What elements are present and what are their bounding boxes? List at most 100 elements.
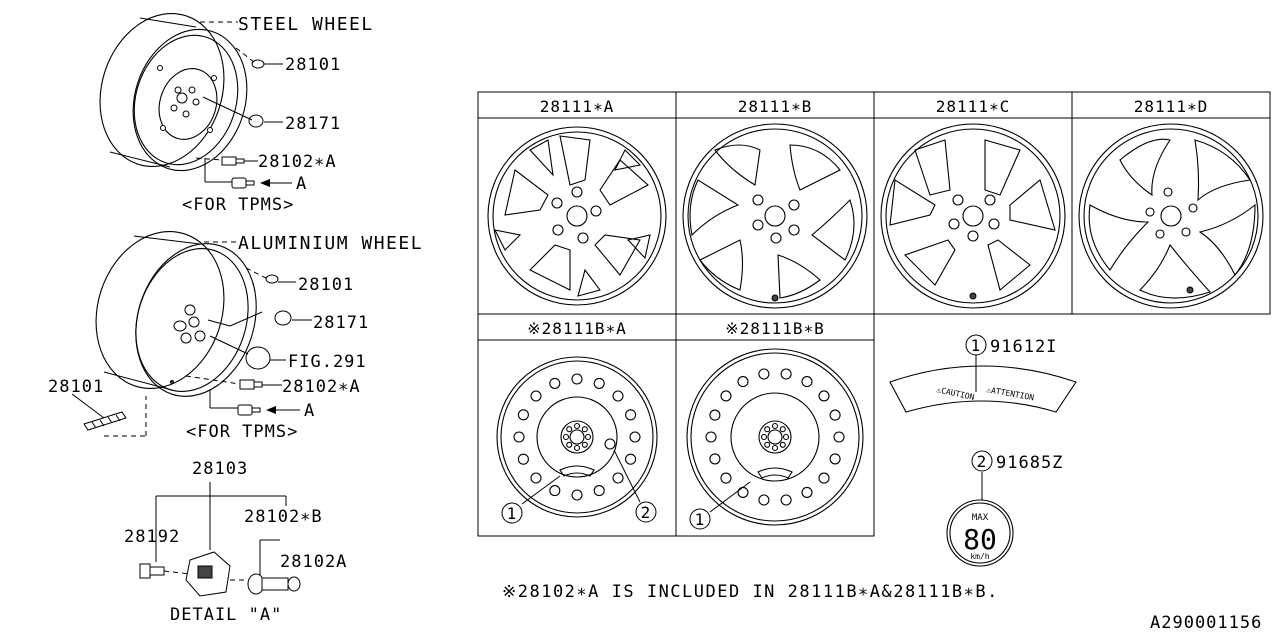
valve-cap-icon [251,59,265,69]
detail-28103-label: 28103 [192,459,248,479]
alu-28102a-label: 28102∗A [282,377,361,397]
callout-2-label-text: 2 [977,452,988,471]
bolt-hole-icon [566,441,573,448]
bolt-hole-icon [779,441,786,448]
bolt-hole-icon [566,426,573,433]
alu-tpms-sensor-icon [237,404,261,416]
alu-28171-label: 28171 [313,313,369,333]
alloy-wheel-icon [487,126,667,306]
bolt-hole-icon [764,441,771,448]
callout-1-a-text: 1 [507,504,518,523]
bolt-hole-icon [581,426,588,433]
vent-hole-icon [720,472,732,484]
lug-nut-icon [248,114,264,128]
alu-valve-icon [239,379,263,390]
speed-unit-text: km/h [970,552,989,561]
vent-hole-icon [780,494,792,506]
callout-1-b [689,508,711,530]
alu-fig-label: FIG.291 [288,352,367,372]
vent-hole-icon [780,368,792,380]
callout-1-label [965,334,987,356]
part-code: A290001156 [1150,613,1262,633]
vent-hole-icon [612,472,624,484]
tpms-sensor-icon [231,177,255,189]
footnote-text: ※28102∗A IS INCLUDED IN 28111B∗A&28111B∗… [502,582,999,602]
bolt-hole-icon [771,444,779,452]
alu-valve-cap-icon [265,274,279,284]
speed-max-text: MAX [972,513,989,523]
alu-28101-side-label: 28101 [48,377,104,397]
vent-hole-icon [829,453,841,465]
vent-hole-icon [705,431,717,443]
callout-2-a [635,501,657,523]
vent-hole-icon [549,377,561,389]
steel-wheel-front-icon [686,348,864,526]
center-cap-icon [245,346,271,370]
vent-hole-icon [818,472,830,484]
callout-2-a-text: 2 [641,503,652,522]
vent-hole-icon [571,489,583,501]
detail-valve-stem-icon [247,573,301,595]
aluminium-wheel-icon [95,230,257,397]
steel-a-label: A [296,174,307,194]
steel-28101-label: 28101 [285,55,341,75]
vent-hole-icon [517,453,529,465]
vent-hole-icon [801,486,813,498]
alloy-wheel-icon [682,123,868,309]
aluminium-wheel-label: ALUMINIUM WHEEL [238,233,423,254]
alu-a-label: A [304,401,315,421]
header-28111b-a: ※28111B∗A [527,319,626,338]
header-28111b: 28111∗B [738,97,812,116]
header-28111c: 28111∗C [936,97,1010,116]
speed-label-icon [946,499,1014,567]
header-28111b-b: ※28111B∗B [725,319,824,338]
vent-hole-icon [593,485,605,497]
vent-hole-icon [625,453,637,465]
steel-wheel-icon [99,12,248,172]
alu-tpms-label: <FOR TPMS> [186,422,298,442]
vent-hole-icon [737,376,749,388]
steel-28171-label: 28171 [285,114,341,134]
detail-sensor-icon [185,551,231,597]
alu-28101-label: 28101 [298,275,354,295]
alu-lug-nut-icon [274,310,292,326]
bolt-hole-icon [779,426,786,433]
bolt-hole-icon [573,444,581,452]
bolt-hole-icon [771,422,779,430]
detail-28102b-label: 28102∗B [244,507,323,527]
vent-hole-icon [629,431,641,443]
bolt-hole-icon [573,422,581,430]
vent-hole-icon [720,390,732,402]
balance-weight-icon [83,411,127,431]
attention-text: ⚠ATTENTION [986,385,1035,402]
caution-text: ⚠CAUTION [936,385,976,402]
vent-hole-icon [801,376,813,388]
caution-label-icon [889,365,1077,413]
vent-hole-icon [593,377,605,389]
detail-28102a-label: 28102A [280,552,347,572]
detail-title-label: DETAIL "A" [170,605,282,625]
steel-tpms-label: <FOR TPMS> [182,195,294,215]
callout-1-b-text: 1 [695,510,706,529]
detail-28192-label: 28192 [124,527,180,547]
vent-hole-icon [625,409,637,421]
detail-screw-icon [139,563,165,579]
speed-value-text: 80 [963,523,997,556]
bolt-hole-icon [764,426,771,433]
bolt-hole-icon [584,433,592,441]
bolt-hole-icon [581,441,588,448]
alloy-wheel-icon [1078,123,1264,309]
callout-1-a [501,502,523,524]
vent-hole-icon [612,390,624,402]
vent-hole-icon [818,390,830,402]
steel-wheel-front-icon [496,356,658,518]
alloy-wheel-icon [880,123,1066,309]
steel-wheel-label: STEEL WHEEL [238,14,374,35]
vent-hole-icon [571,373,583,385]
header-28111d: 28111∗D [1134,97,1208,116]
vent-hole-icon [709,453,721,465]
vent-hole-icon [737,486,749,498]
vent-hole-icon [530,390,542,402]
vent-hole-icon [709,409,721,421]
